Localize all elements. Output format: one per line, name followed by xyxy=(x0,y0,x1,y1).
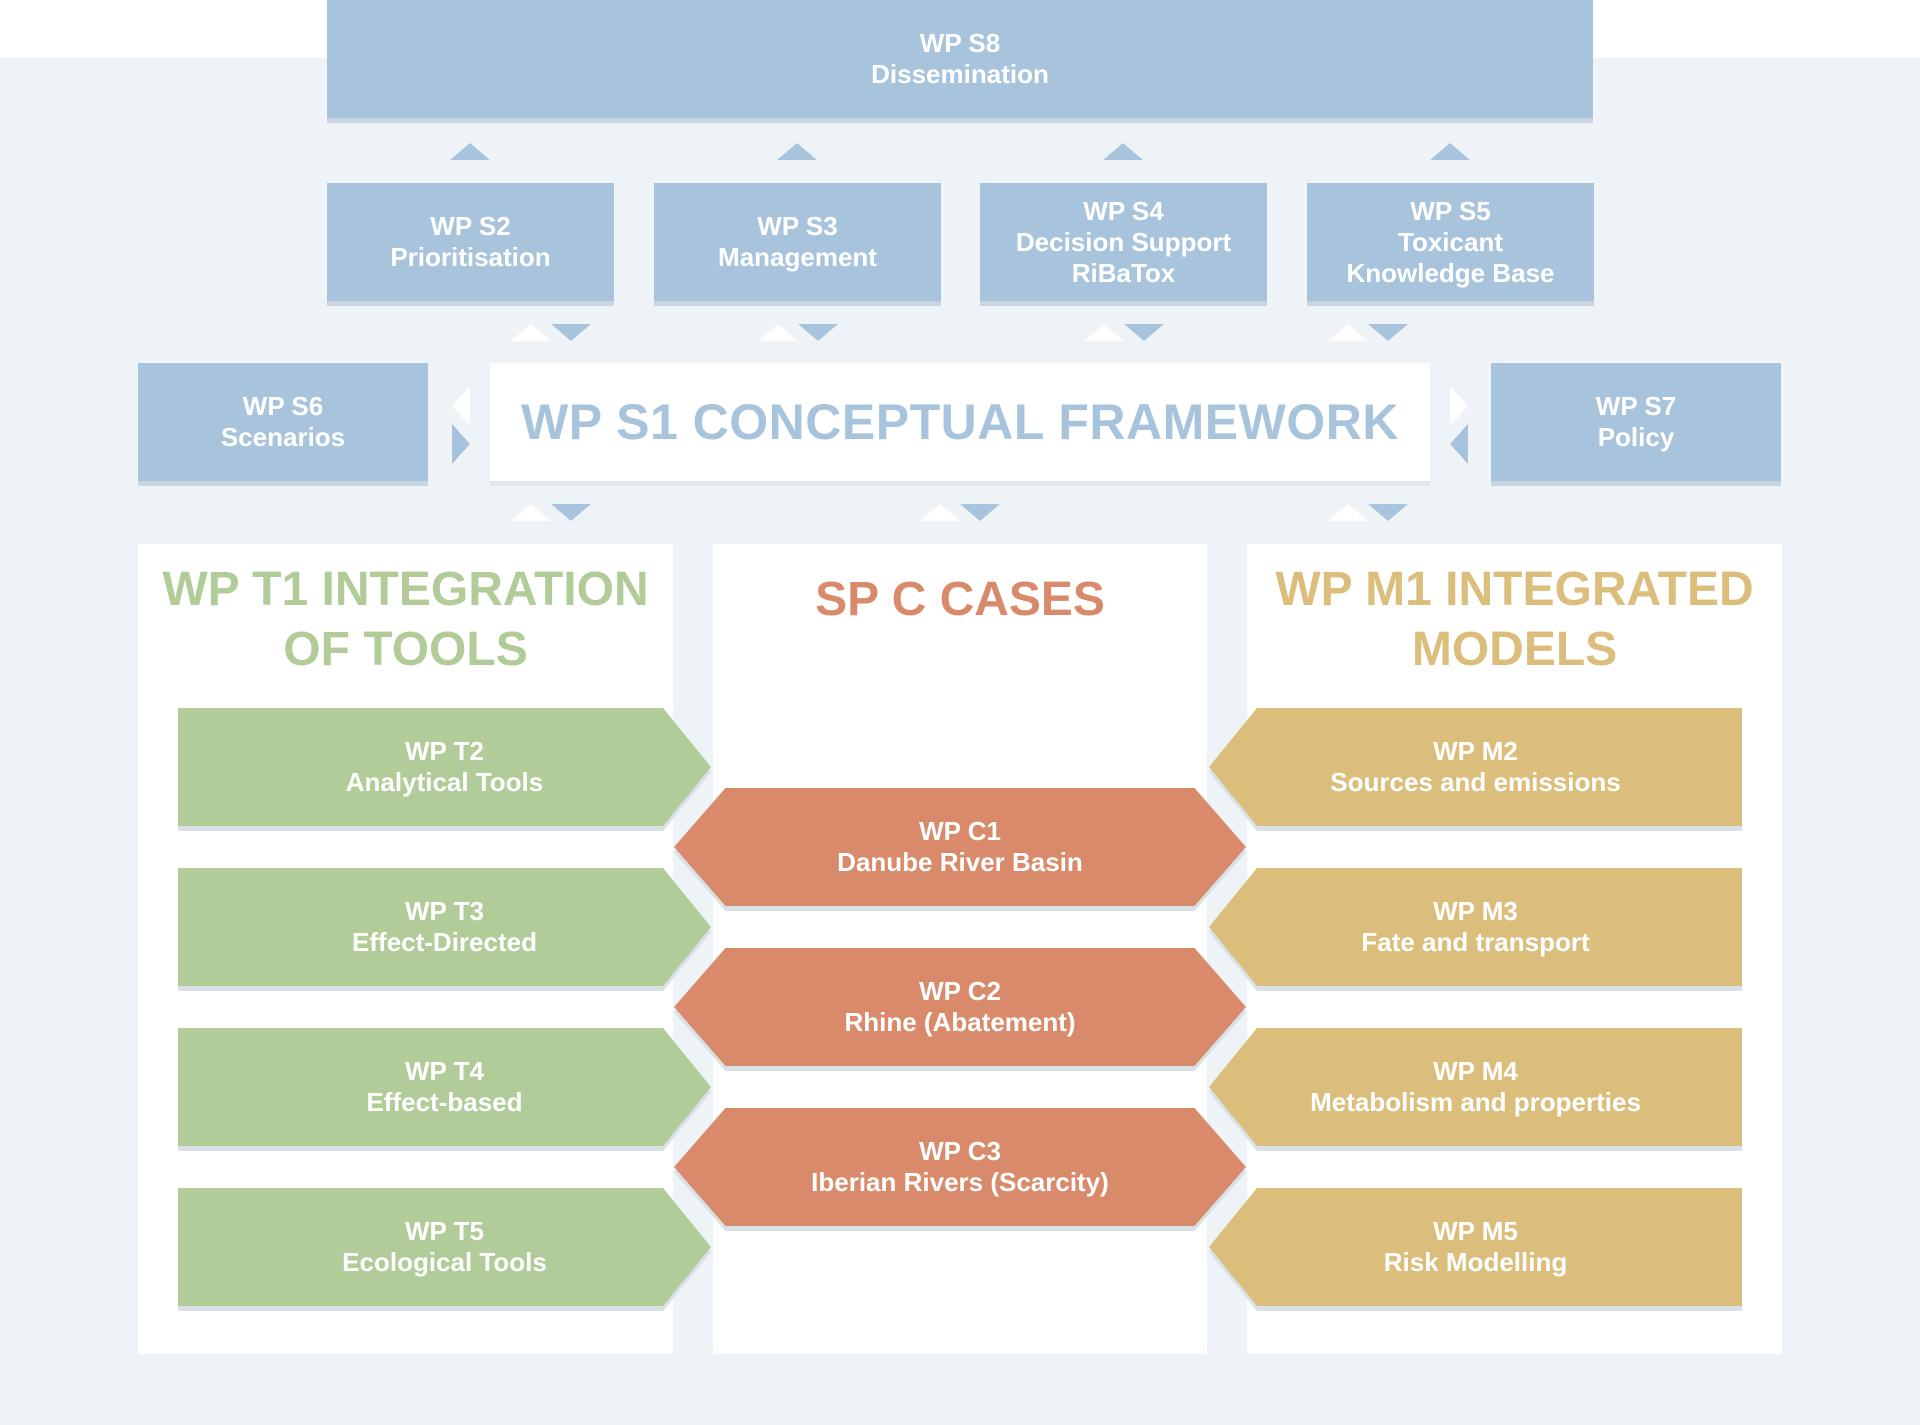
wp-s4-line1: Decision Support xyxy=(1015,226,1232,257)
wp-s7-id: WP S7 xyxy=(1595,391,1677,421)
tool-t4-box: WP T4 Effect-based xyxy=(178,1028,711,1146)
arrow-left-s1-to-s6 xyxy=(452,386,470,426)
case-c3-id: WP C3 xyxy=(919,1136,1001,1166)
wp-s3-box: WP S3 Management xyxy=(654,183,941,301)
wp-s5-id: WP S5 xyxy=(1410,195,1491,226)
arrow-up-s1-to-s4 xyxy=(1084,324,1124,341)
model-m4-name: Metabolism and properties xyxy=(1310,1087,1641,1117)
arrow-down-s5-to-s1 xyxy=(1368,324,1408,341)
wp-s6-box: WP S6 Scenarios xyxy=(138,363,428,481)
wp-s8-box: WP S8 Dissemination xyxy=(327,0,1593,118)
tool-t5-id: WP T5 xyxy=(405,1216,484,1246)
wp-s8-id: WP S8 xyxy=(919,28,1001,58)
m1-title: WP M1 INTEGRATED MODELS xyxy=(1247,560,1782,680)
model-m2-name: Sources and emissions xyxy=(1330,767,1621,797)
model-m5-box: WP M5 Risk Modelling xyxy=(1209,1188,1742,1306)
arrow-up-t1-to-s1 xyxy=(511,504,551,521)
wp-s2-id: WP S2 xyxy=(430,211,511,241)
m1-title-line2: MODELS xyxy=(1411,623,1618,676)
wp-s4-box: WP S4 Decision Support RiBaTox xyxy=(980,183,1267,301)
tool-t5-box: WP T5 Ecological Tools xyxy=(178,1188,711,1306)
case-c1-name: Danube River Basin xyxy=(837,847,1083,877)
model-m3-box: WP M3 Fate and transport xyxy=(1209,868,1742,986)
model-m3-id: WP M3 xyxy=(1433,896,1518,926)
tool-t3-id: WP T3 xyxy=(405,896,484,926)
model-m2-id: WP M2 xyxy=(1433,736,1518,766)
arrow-up-s1-to-s3 xyxy=(758,324,798,341)
case-c1-id: WP C1 xyxy=(919,816,1001,846)
arrow-down-s3-to-s1 xyxy=(798,324,838,341)
case-c3-box: WP C3 Iberian Rivers (Scarcity) xyxy=(674,1108,1246,1226)
model-m2-box: WP M2 Sources and emissions xyxy=(1209,708,1742,826)
arrow-left-s7-to-s1 xyxy=(1450,424,1468,464)
wp-s1-box: WP S1 CONCEPTUAL FRAMEWORK xyxy=(490,363,1430,481)
arrow-up-s4-to-s8 xyxy=(1103,143,1143,160)
arrow-right-s6-to-s1 xyxy=(452,424,470,464)
arrow-up-s5-to-s8 xyxy=(1430,143,1470,160)
t1-title-line2: OF TOOLS xyxy=(283,623,528,676)
arrow-right-s1-to-s7 xyxy=(1450,386,1468,426)
t1-title: WP T1 INTEGRATION OF TOOLS xyxy=(138,560,673,680)
wp-s2-name: Prioritisation xyxy=(390,242,551,272)
arrow-down-s1-to-m1 xyxy=(1368,504,1408,521)
tool-t3-box: WP T3 Effect-Directed xyxy=(178,868,711,986)
wp-s5-line1: Toxicant xyxy=(1398,226,1503,257)
model-m4-box: WP M4 Metabolism and properties xyxy=(1209,1028,1742,1146)
arrow-up-s3-to-s8 xyxy=(777,143,817,160)
c-title-text: SP C CASES xyxy=(815,573,1105,626)
case-c3-name: Iberian Rivers (Scarcity) xyxy=(811,1167,1109,1197)
arrow-down-s2-to-s1 xyxy=(551,324,591,341)
wp-s2-box: WP S2 Prioritisation xyxy=(327,183,614,301)
tool-t2-id: WP T2 xyxy=(405,736,484,766)
wp-s6-name: Scenarios xyxy=(220,422,346,452)
wp-s5-line2: Knowledge Base xyxy=(1346,257,1555,288)
model-m5-id: WP M5 xyxy=(1433,1216,1518,1246)
case-c2-name: Rhine (Abatement) xyxy=(844,1007,1076,1037)
wp-s6-id: WP S6 xyxy=(242,391,324,421)
wp-s7-box: WP S7 Policy xyxy=(1491,363,1781,481)
case-c2-id: WP C2 xyxy=(919,976,1001,1006)
tool-t4-id: WP T4 xyxy=(405,1056,484,1086)
arrow-up-c-to-s1 xyxy=(920,504,960,521)
arrow-down-s1-to-t1 xyxy=(551,504,591,521)
wp-s4-line2: RiBaTox xyxy=(1071,257,1176,288)
model-m3-name: Fate and transport xyxy=(1361,927,1590,957)
wp-s3-name: Management xyxy=(718,242,877,272)
arrow-up-m1-to-s1 xyxy=(1328,504,1368,521)
case-c2-box: WP C2 Rhine (Abatement) xyxy=(674,948,1246,1066)
arrow-up-s2-to-s8 xyxy=(450,143,490,160)
model-m4-id: WP M4 xyxy=(1433,1056,1518,1086)
arrow-up-s1-to-s5 xyxy=(1328,324,1368,341)
wp-s5-box: WP S5 Toxicant Knowledge Base xyxy=(1307,183,1594,301)
tool-t2-name: Analytical Tools xyxy=(345,767,544,797)
tool-t2-box: WP T2 Analytical Tools xyxy=(178,708,711,826)
arrow-down-s4-to-s1 xyxy=(1124,324,1164,341)
m1-title-line1: WP M1 INTEGRATED xyxy=(1275,563,1754,616)
arrow-up-s1-to-s2 xyxy=(511,324,551,341)
tool-t4-name: Effect-based xyxy=(366,1087,523,1117)
wp-s7-name: Policy xyxy=(1597,422,1675,452)
wp-s3-id: WP S3 xyxy=(757,211,838,241)
wp-s1-title: WP S1 CONCEPTUAL FRAMEWORK xyxy=(521,394,1399,450)
wp-s4-id: WP S4 xyxy=(1083,195,1164,226)
tool-t3-name: Effect-Directed xyxy=(352,927,537,957)
t1-title-line1: WP T1 INTEGRATION xyxy=(162,563,649,616)
c-title: SP C CASES xyxy=(713,570,1207,630)
wp-s8-name: Dissemination xyxy=(871,59,1049,89)
model-m5-name: Risk Modelling xyxy=(1383,1247,1568,1277)
tool-t5-name: Ecological Tools xyxy=(342,1247,547,1277)
case-c1-box: WP C1 Danube River Basin xyxy=(674,788,1246,906)
arrow-down-s1-to-c xyxy=(960,504,1000,521)
